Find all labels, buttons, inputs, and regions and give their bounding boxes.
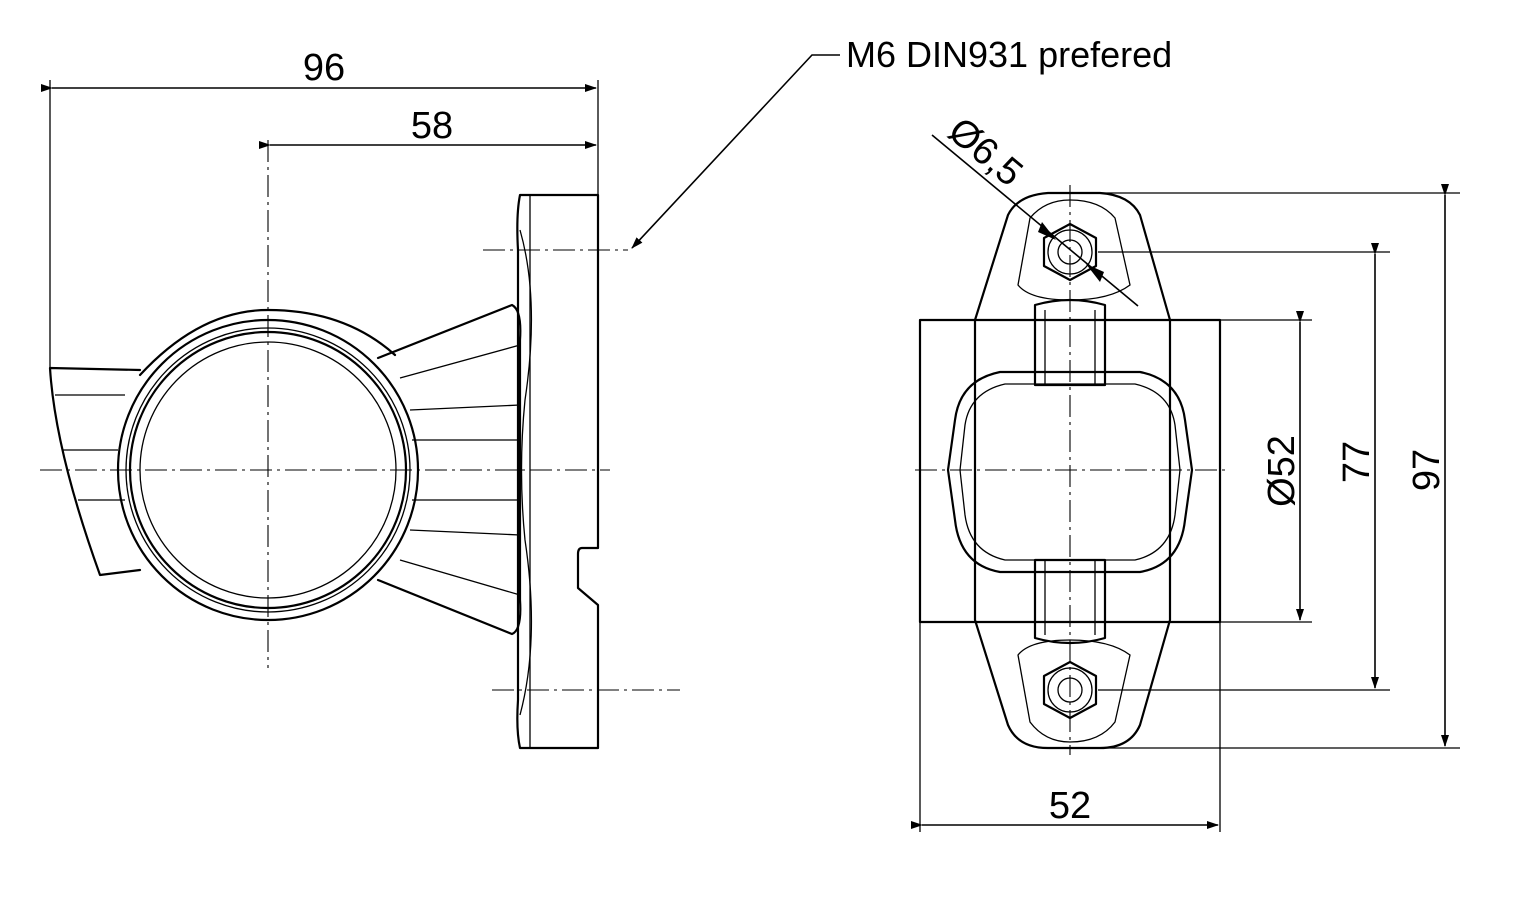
dim-hole-spacing: 77 bbox=[1336, 441, 1378, 483]
note-leader bbox=[631, 54, 840, 249]
dim-overall-width: 96 bbox=[303, 47, 345, 89]
arm bbox=[48, 366, 142, 577]
lens-window bbox=[946, 370, 1194, 574]
base-plate bbox=[516, 193, 600, 750]
dim-axis-to-base: 58 bbox=[411, 105, 453, 147]
stem bbox=[376, 303, 522, 636]
front-view: Ø6,5 Ø52 77 97 52 bbox=[911, 110, 1460, 832]
dim-base-width: 52 bbox=[1049, 785, 1091, 827]
dim-overall-height: 97 bbox=[1406, 449, 1448, 491]
dim-lens-diameter: Ø52 bbox=[1261, 435, 1303, 507]
note-text: M6 DIN931 prefered bbox=[846, 34, 1172, 75]
side-view: 96 58 M6 DIN931 prefered bbox=[40, 34, 1172, 750]
dim-hole-diameter: Ø6,5 bbox=[940, 110, 1030, 195]
